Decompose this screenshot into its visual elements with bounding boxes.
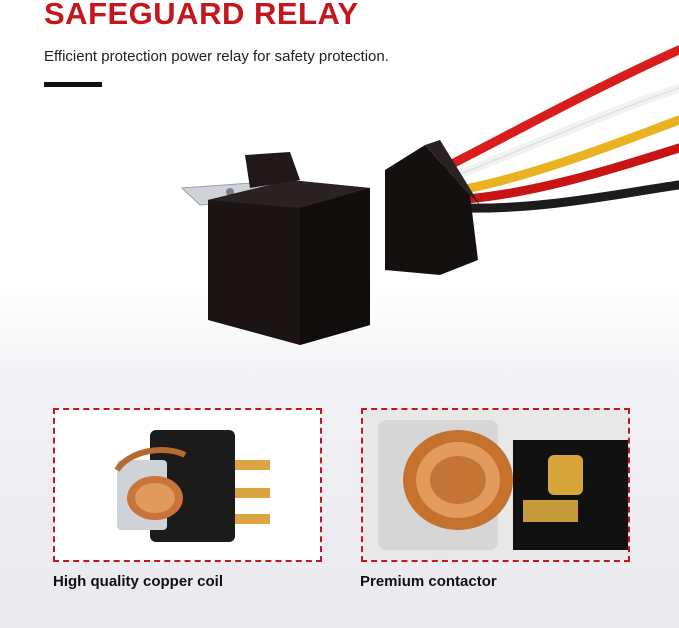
copper-coil-image [114,430,270,542]
contactor-caption: Premium contactor [360,573,497,590]
copper-coil-caption: High quality copper coil [53,573,224,590]
copper-coil-panel [53,408,322,562]
contactor-panel [361,408,630,562]
contactor-image [363,410,628,560]
page-subtitle: Efficient protection power relay for saf… [44,48,389,65]
page-title: SAFEGUARD RELAY [44,0,359,31]
title-underline [44,82,102,87]
relay-hero-image [170,20,679,360]
